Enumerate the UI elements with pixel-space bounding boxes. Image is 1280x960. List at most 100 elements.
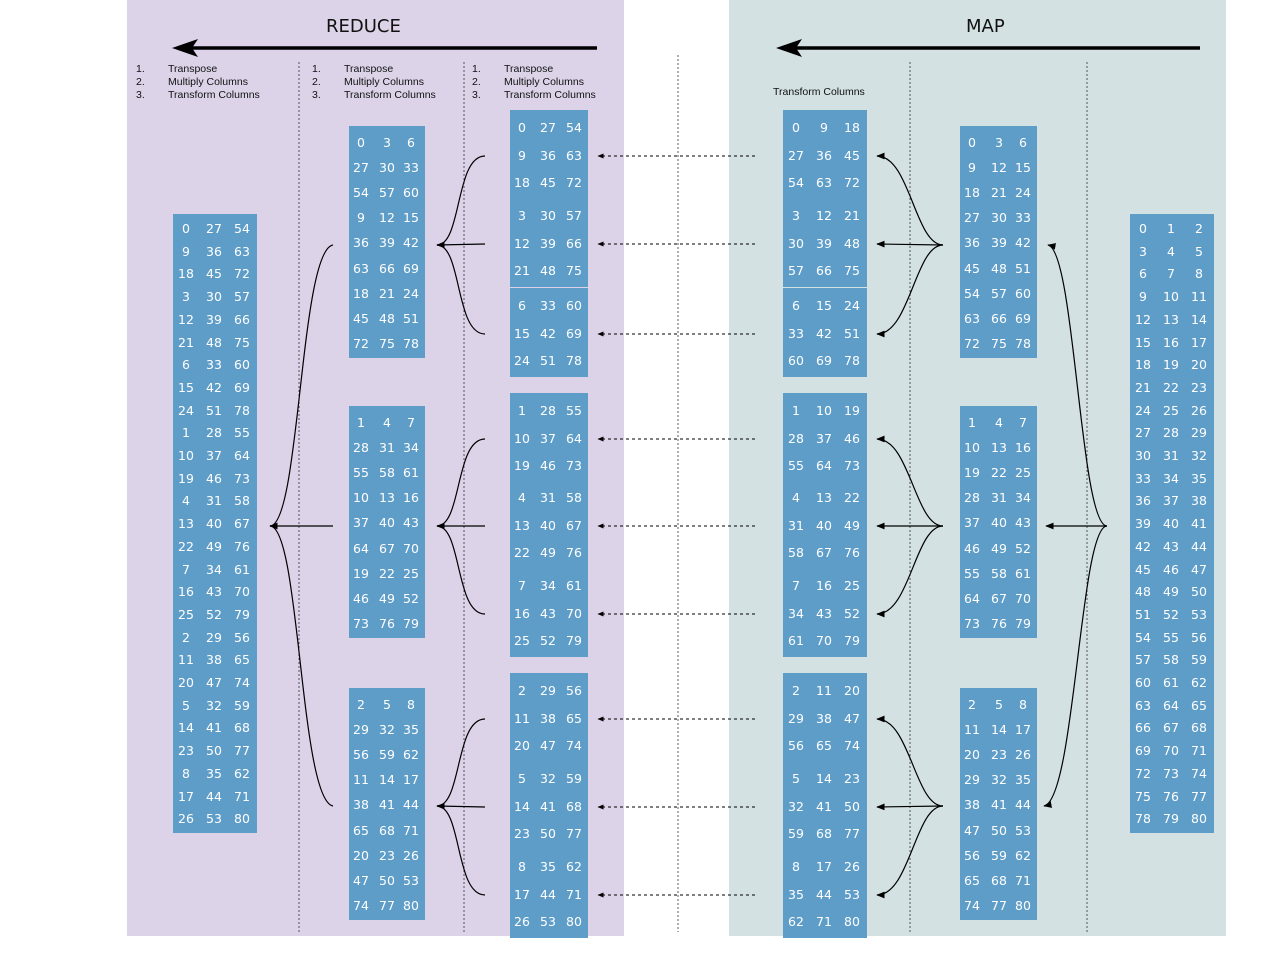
matrix-cell: 2 — [792, 683, 800, 698]
map-connector — [876, 152, 944, 246]
matrix-cell: 6 — [518, 298, 526, 313]
matrix-cell: 61 — [1015, 565, 1031, 581]
matrix-cell: 17 — [1015, 722, 1031, 738]
matrix-cell: 40 — [1163, 516, 1179, 532]
matrix-cell: 22 — [178, 538, 194, 554]
matrix-cell: 15 — [514, 325, 530, 341]
step-number: 2. — [312, 76, 321, 88]
matrix-cell: 29 — [353, 722, 369, 738]
matrix-cell: 36 — [353, 235, 369, 251]
matrix-cell: 24 — [514, 353, 530, 368]
matrix-cell: 59 — [1191, 652, 1207, 668]
matrix-cell: 46 — [353, 590, 369, 606]
matrix-cell: 25 — [1015, 465, 1031, 481]
matrix-cell: 42 — [1135, 538, 1151, 554]
matrix-cell: 52 — [403, 590, 419, 606]
matrix-cell: 34 — [403, 440, 419, 456]
matrix-cell: 37 — [816, 430, 832, 446]
matrix-cell: 17 — [816, 859, 832, 874]
matrix-cell: 75 — [379, 335, 395, 351]
matrix-cell: 72 — [844, 175, 860, 190]
matrix-cell: 45 — [206, 266, 222, 282]
reduce-steps-col1: 1.Transpose 2.Multiply Columns 3.Transfo… — [136, 63, 260, 102]
matrix-cell: 3 — [792, 208, 800, 223]
matrix-cell: 47 — [1191, 561, 1207, 577]
matrix-cell: 54 — [788, 175, 804, 190]
matrix-cell: 35 — [1191, 470, 1207, 486]
matrix-cell: 61 — [403, 465, 419, 481]
matrix-cell: 57 — [788, 263, 804, 278]
matrix-cell: 21 — [514, 263, 530, 278]
matrix-cell: 52 — [540, 633, 556, 648]
matrix-cell: 30 — [379, 160, 395, 176]
matrix-cell: 16 — [1163, 334, 1179, 350]
merge-connector — [269, 525, 334, 807]
matrix-cell: 36 — [964, 235, 980, 251]
matrix-cell: 21 — [178, 334, 194, 350]
matrix-cell: 27 — [353, 160, 369, 176]
matrix-cell: 70 — [1015, 590, 1031, 606]
matrix-cell: 42 — [816, 325, 832, 341]
matrix-cell: 28 — [353, 440, 369, 456]
matrix-cell: 74 — [964, 897, 980, 913]
matrix-cell: 18 — [178, 266, 194, 282]
matrix-cell: 23 — [1191, 379, 1207, 395]
matrix-cell: 23 — [379, 847, 395, 863]
matrix-cell: 62 — [566, 859, 582, 874]
matrix-cell: 13 — [816, 490, 832, 505]
matrix-cell: 49 — [540, 545, 556, 560]
matrix-cell: 14 — [178, 720, 194, 736]
matrix-cell: 6 — [182, 357, 190, 373]
matrix-cell: 51 — [206, 402, 222, 418]
matrix-cell: 38 — [816, 710, 832, 726]
matrix-cell: 64 — [816, 458, 832, 473]
map-step-label: Transform Columns — [773, 86, 865, 98]
matrix-cell: 11 — [514, 710, 530, 726]
matrix-cell: 73 — [353, 615, 369, 631]
matrix-cell: 75 — [566, 263, 582, 278]
matrix-cell: 49 — [206, 538, 222, 554]
matrix-cell: 3 — [182, 289, 190, 305]
matrix-cell: 78 — [844, 353, 860, 368]
matrix-cell: 42 — [540, 325, 556, 341]
matrix-cell: 72 — [566, 175, 582, 190]
reduce-connector — [436, 718, 486, 807]
matrix-cell: 6 — [1019, 135, 1027, 150]
matrix-cell: 58 — [991, 565, 1007, 581]
matrix-cell: 68 — [234, 720, 250, 736]
matrix-cell: 1 — [792, 403, 800, 418]
matrix-cell: 11 — [1191, 289, 1207, 305]
matrix-cell: 56 — [566, 683, 582, 698]
map-connector — [876, 805, 944, 899]
matrix-cell: 34 — [788, 605, 804, 621]
connectors — [172, 39, 1200, 899]
matrix-cell: 32 — [540, 771, 556, 786]
matrix-cell: 5 — [1195, 243, 1203, 259]
matrix-cell: 42 — [403, 235, 419, 251]
matrix-cell: 67 — [1163, 720, 1179, 736]
matrix-cell: 22 — [514, 545, 530, 560]
reduce-connector — [436, 155, 486, 246]
matrix-cell: 58 — [379, 465, 395, 481]
matrix-cell: 76 — [844, 545, 860, 560]
matrix-cell: 28 — [206, 425, 222, 441]
matrix-cell: 49 — [1163, 584, 1179, 600]
matrix-cell: 55 — [566, 403, 582, 418]
matrix-cell: 64 — [353, 540, 369, 556]
matrix-cell: 72 — [234, 266, 250, 282]
matrix-cell: 26 — [403, 847, 419, 863]
matrix-cell: 60 — [1015, 285, 1031, 301]
matrix-cell: 70 — [1163, 743, 1179, 759]
matrix-cell: 29 — [788, 710, 804, 726]
matrix-cell: 72 — [964, 335, 980, 351]
matrix-cell: 37 — [1163, 493, 1179, 509]
matrix-cell: 57 — [234, 289, 250, 305]
matrix-cell: 35 — [1015, 772, 1031, 788]
matrix-cell: 41 — [816, 798, 832, 814]
